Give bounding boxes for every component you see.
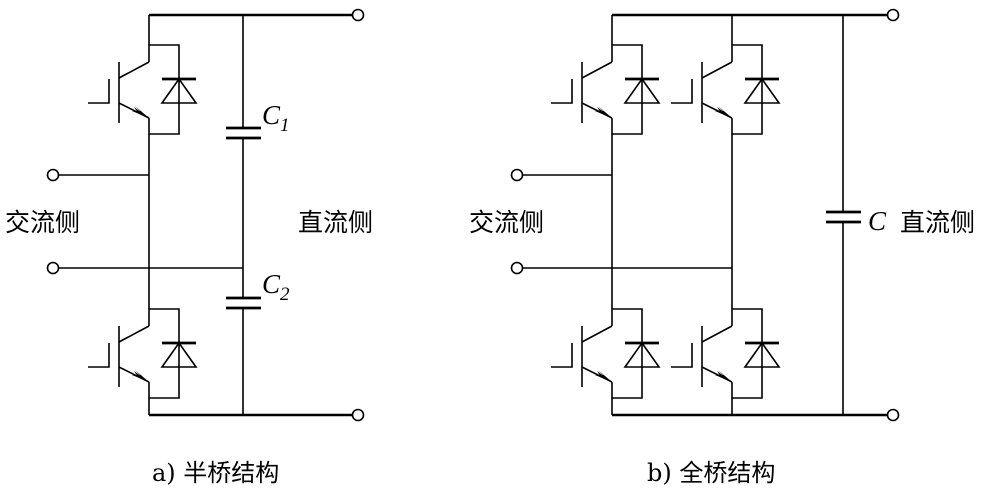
capacitor-c-label: C bbox=[868, 206, 887, 236]
right-leg-lower-igbt-diode bbox=[669, 307, 781, 400]
left-leg-upper-igbt-diode bbox=[549, 43, 661, 136]
ac-terminal-1 bbox=[510, 168, 524, 182]
dc-positive-terminal bbox=[351, 8, 365, 22]
right-leg-upper-igbt-diode bbox=[669, 43, 781, 136]
capacitor-c1-label: C1 bbox=[262, 100, 290, 136]
capacitor-c2-label: C2 bbox=[262, 269, 290, 305]
ac-terminal-2 bbox=[46, 261, 60, 275]
panel-b-caption: b) 全桥结构 bbox=[647, 459, 775, 487]
left-leg-lower-igbt-diode bbox=[549, 307, 661, 400]
lower-igbt-diode bbox=[86, 307, 198, 400]
dc-side-label: 直流侧 bbox=[298, 208, 373, 237]
dc-positive-terminal bbox=[886, 8, 900, 22]
ac-side-label: 交流侧 bbox=[5, 208, 80, 237]
panel-a-caption: a) 半桥结构 bbox=[152, 459, 279, 487]
ac-side-label: 交流侧 bbox=[469, 208, 544, 237]
panel-a-half-bridge: C1 C2 交流侧 直流侧 a) 半桥结构 bbox=[5, 8, 373, 487]
upper-igbt-diode bbox=[86, 43, 198, 136]
ac-terminal-1 bbox=[46, 168, 60, 182]
panel-b-full-bridge: C 交流侧 直流侧 b) 全桥结构 bbox=[469, 8, 975, 487]
dc-negative-terminal bbox=[886, 408, 900, 422]
dc-negative-terminal bbox=[351, 408, 365, 422]
dc-side-label: 直流侧 bbox=[900, 208, 975, 237]
ac-terminal-2 bbox=[510, 261, 524, 275]
